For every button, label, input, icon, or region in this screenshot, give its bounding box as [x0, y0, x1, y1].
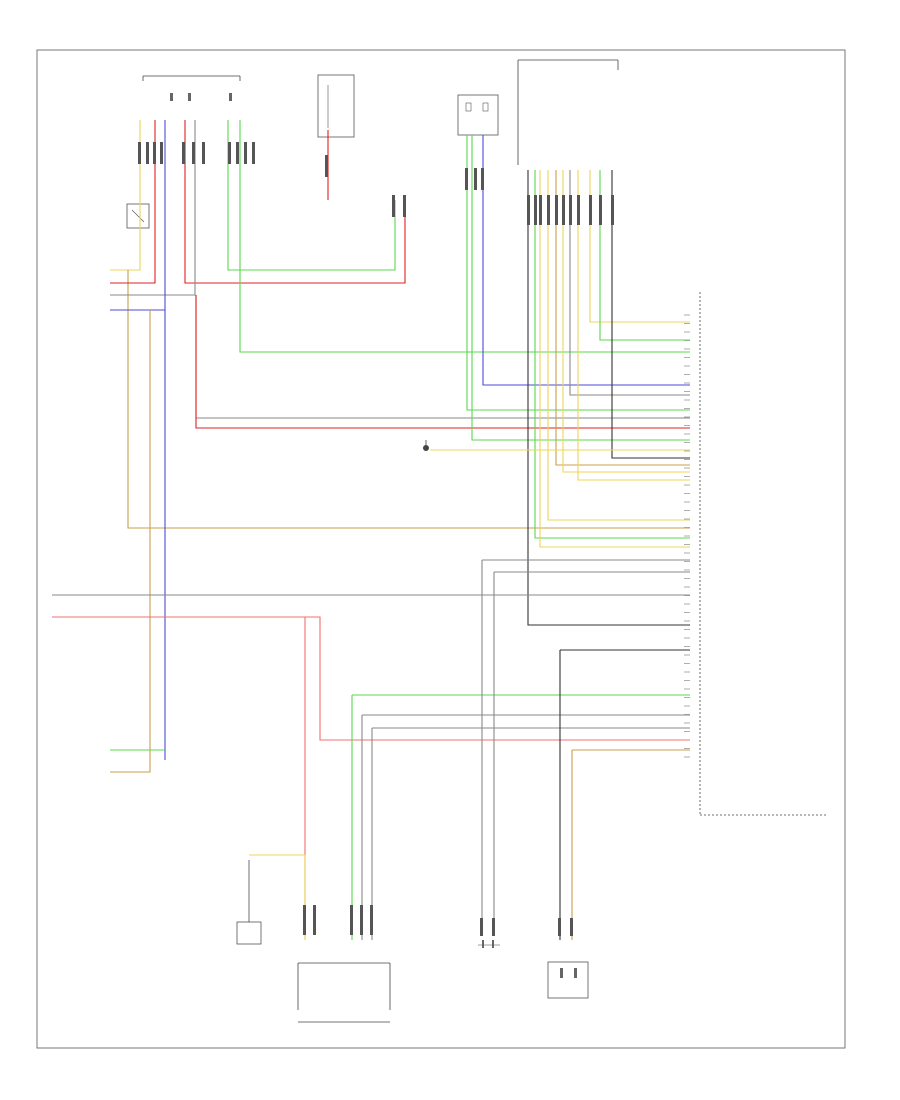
wire-bundle-8 [589, 170, 690, 323]
pressure-sensor-left [126, 203, 150, 229]
connector-top-left-5 [192, 142, 195, 164]
connector-rf-0 [465, 168, 468, 190]
connector-top-left-10 [252, 142, 255, 164]
connector-bundle-9 [599, 195, 602, 225]
connector-center-0 [325, 155, 328, 177]
wire-bundle-7 [577, 170, 690, 481]
left-rear-sensor [142, 75, 241, 101]
diagram-frame [36, 49, 846, 1049]
connector-damper-1 [492, 918, 495, 936]
connector-damper-2 [558, 918, 561, 936]
wire-blue-rf [482, 135, 690, 386]
connector-bundle-4 [555, 195, 558, 225]
connector-bottom-2 [350, 905, 353, 935]
connector-top-left-9 [244, 142, 247, 164]
wire-green-rail [239, 120, 690, 353]
wire-tan-left [110, 310, 151, 773]
wire-gray-harness [110, 120, 196, 296]
connector-lf-1 [403, 195, 406, 217]
right-front-sensor [457, 94, 499, 136]
wire-yellow-long [127, 270, 690, 529]
connector-top-left-1 [146, 142, 149, 164]
connector-rf-2 [481, 168, 484, 190]
connector-top-left-8 [236, 142, 239, 164]
connector-top-left-3 [160, 142, 163, 164]
connector-bundle-8 [589, 195, 592, 225]
connector-bundle-1 [534, 195, 537, 225]
sensor-top-center [317, 74, 355, 138]
wire-green-rf2 [471, 135, 690, 441]
connector-bundle-0 [527, 195, 530, 225]
wire-blue-left [110, 120, 166, 311]
wire-bundle-5 [562, 170, 690, 473]
wire-red-mid [52, 616, 690, 741]
connector-bottom-0 [303, 905, 306, 935]
connector-top-left-7 [228, 142, 231, 164]
left-front-sensor [380, 145, 428, 169]
connector-top-left-2 [153, 142, 156, 164]
connector-bundle-3 [547, 195, 550, 225]
connector-top-left-0 [138, 142, 141, 164]
ground-center [423, 440, 429, 451]
right-rear-damper [478, 940, 500, 948]
connector-rf-1 [474, 168, 477, 190]
wire-layer [52, 120, 690, 940]
connector-bundle-10 [611, 195, 614, 225]
wire-yellow-ps [249, 854, 306, 940]
wire-bundle-6 [569, 170, 690, 396]
connector-top-left-4 [182, 142, 185, 164]
connector-bundle-2 [539, 195, 542, 225]
control-unit [684, 292, 828, 816]
wire-bundle-1 [534, 170, 690, 539]
connector-layer [138, 142, 614, 936]
left-rear-damper [547, 961, 589, 999]
wire-bundle-9 [599, 170, 690, 341]
wire-green-top [227, 120, 396, 271]
connector-lf-0 [392, 195, 395, 217]
connector-damper-0 [480, 918, 483, 936]
compressor-bottom [297, 962, 391, 1023]
harness-connector-top [517, 59, 619, 165]
wire-bundle-3 [547, 170, 690, 521]
wire-red-rail [195, 295, 690, 429]
wire-gray-rail [195, 295, 690, 419]
wire-red-harness [184, 120, 406, 284]
wire-bundle-0 [527, 170, 690, 626]
wire-bundle-2 [539, 170, 690, 548]
pressure-sensor-bottom [236, 860, 262, 945]
connector-bottom-3 [360, 905, 363, 935]
connector-bundle-5 [562, 195, 565, 225]
connector-bottom-4 [370, 905, 373, 935]
wire-green-rf [466, 135, 690, 411]
connector-damper-3 [570, 918, 573, 936]
connector-bundle-7 [577, 195, 580, 225]
connector-top-left-6 [202, 142, 205, 164]
wire-bundle-4 [555, 170, 690, 466]
wire-yellow-left [110, 120, 141, 271]
wire-bundle-10 [611, 170, 690, 459]
connector-bundle-6 [569, 195, 572, 225]
connector-bottom-1 [313, 905, 316, 935]
wire-red-top [110, 120, 156, 284]
